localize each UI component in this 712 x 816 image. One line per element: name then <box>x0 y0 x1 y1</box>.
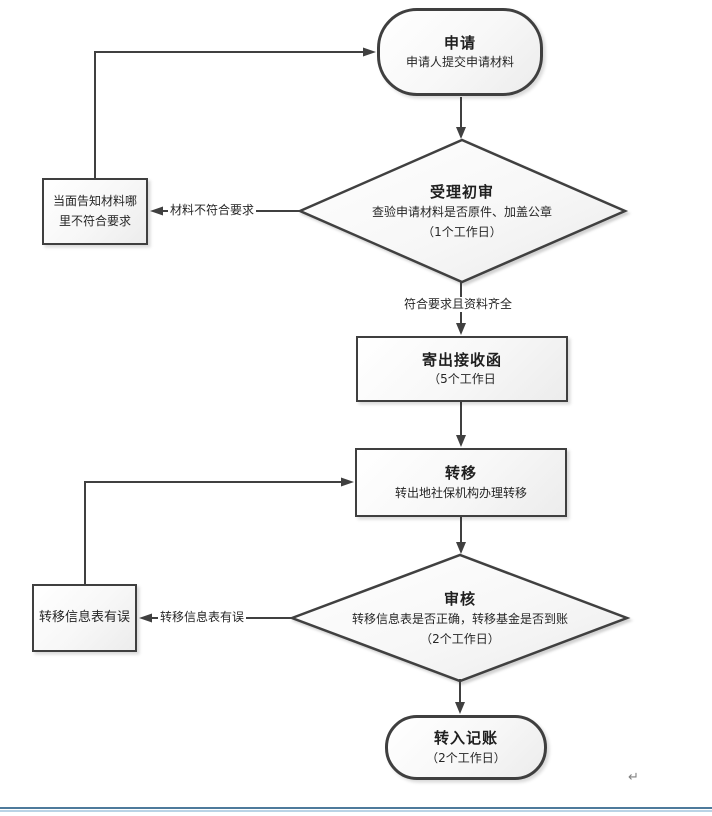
transfer-subtitle: 转出地社保机构办理转移 <box>394 485 527 500</box>
connector-notify-to-apply <box>94 47 376 178</box>
decision-diamond-audit <box>288 553 631 683</box>
send-letter-subtitle: （5个工作日 <box>428 372 496 387</box>
connector-errorbox-to-transfer <box>84 477 354 584</box>
record-title: 转入记账 <box>433 729 498 748</box>
record-subtitle: （2个工作日） <box>426 750 506 765</box>
bottom-rule-dark-line <box>0 807 712 809</box>
node-transfer: 转移 转出地社保机构办理转移 <box>355 448 567 517</box>
connector-audit-to-record <box>455 679 465 714</box>
node-error-box: 转移信息表有误 <box>32 584 137 652</box>
edge-label-conform: 符合要求且资料齐全 <box>402 297 515 312</box>
transfer-title: 转移 <box>444 464 477 483</box>
edge-label-not-conform: 材料不符合要求 <box>168 203 257 218</box>
node-apply-subtitle: 申请人提交申请材料 <box>405 55 514 70</box>
error-box-text: 转移信息表有误 <box>38 609 130 625</box>
return-mark-icon: ↵ <box>628 770 639 785</box>
bottom-rule <box>0 807 712 812</box>
bottom-rule-light-line <box>0 810 712 812</box>
connector-apply-to-review <box>456 97 466 139</box>
node-apply-title: 申请 <box>443 33 476 52</box>
edge-label-info-error: 转移信息表有误 <box>158 610 247 625</box>
node-notify-box: 当面告知材料哪里不符合要求 <box>42 178 148 245</box>
connector-transfer-to-audit <box>456 516 466 554</box>
node-send-letter: 寄出接收函 （5个工作日 <box>356 336 568 402</box>
decision-diamond-initial-review <box>296 138 629 284</box>
notify-box-text: 当面告知材料哪里不符合要求 <box>52 194 137 228</box>
send-letter-title: 寄出接收函 <box>421 350 502 369</box>
connector-sendletter-to-transfer <box>456 401 466 447</box>
node-record: 转入记账 （2个工作日） <box>385 715 547 780</box>
node-apply: 申请 申请人提交申请材料 <box>377 8 543 96</box>
